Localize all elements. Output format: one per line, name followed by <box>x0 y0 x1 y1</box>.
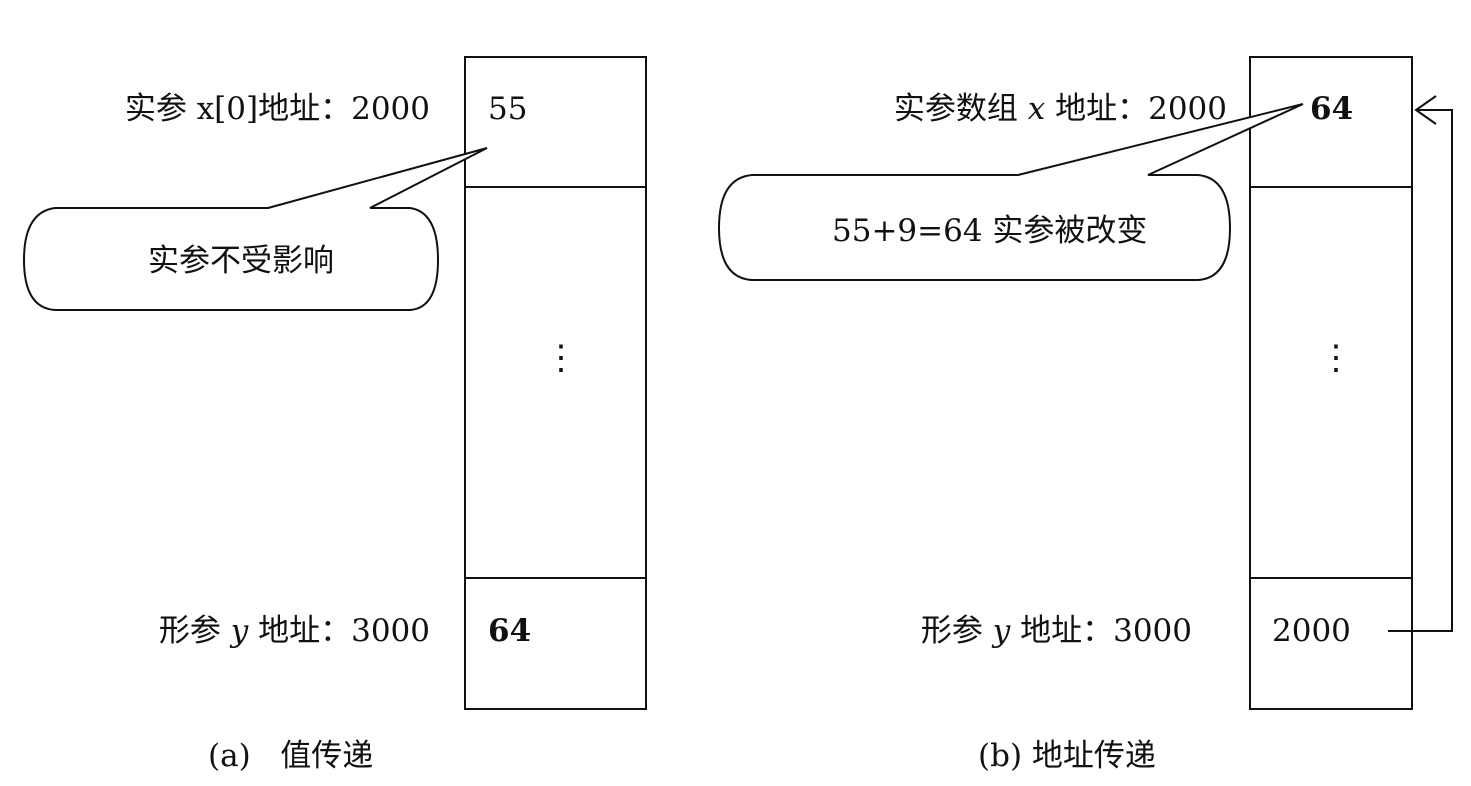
memory-column-a <box>464 56 647 710</box>
callout-bubble-a <box>22 147 488 311</box>
formal-param-address-a: 3000 <box>351 613 430 649</box>
memory-column-b <box>1249 56 1413 710</box>
formal-param-label-b-post: 地址： <box>1020 613 1114 649</box>
callout-bubble-b <box>717 103 1304 281</box>
callout-text-b: 55+9=64 实参被改变 <box>832 213 1148 249</box>
caption-b-text: 地址传递 <box>1031 738 1156 774</box>
formal-param-value-a: 64 <box>488 613 532 649</box>
actual-arg-label-b: 实参数组 x 地址：2000 <box>894 94 1227 125</box>
ellipsis-b: ⋮ <box>1319 338 1353 378</box>
actual-arg-label-b-pre: 实参数组 <box>893 91 1018 127</box>
formal-param-var-b: y <box>992 613 1011 649</box>
formal-param-var-a: y <box>230 613 249 649</box>
pointer-arrow-head <box>1414 95 1437 125</box>
formal-param-label-a: 形参 y 地址：3000 <box>159 616 430 647</box>
formal-param-label-a-post: 地址： <box>258 613 352 649</box>
actual-arg-label-b-post: 地址： <box>1055 91 1149 127</box>
actual-arg-address-b: 2000 <box>1148 91 1227 127</box>
formal-param-label-a-pre: 形参 <box>158 613 221 649</box>
pointer-arrow-line <box>1388 109 1453 632</box>
formal-param-address-b: 3000 <box>1113 613 1192 649</box>
actual-arg-value-a: 55 <box>488 91 528 127</box>
caption-a-id: (a) <box>208 738 251 774</box>
caption-b: (b) 地址传递 <box>978 741 1156 772</box>
formal-param-label-b: 形参 y 地址：3000 <box>921 616 1192 647</box>
actual-arg-var-b: x <box>1027 91 1046 127</box>
actual-arg-address-a: 2000 <box>351 91 430 127</box>
actual-arg-label-a-text: 实参 x[0]地址： <box>124 91 352 127</box>
actual-arg-label-a: 实参 x[0]地址：2000 <box>125 94 430 125</box>
caption-b-id: (b) <box>978 738 1023 774</box>
ellipsis-a: ⋮ <box>544 338 578 378</box>
caption-a: (a) 值传递 <box>208 741 373 772</box>
caption-a-text: 值传递 <box>280 738 374 774</box>
formal-param-label-b-pre: 形参 <box>920 613 983 649</box>
actual-arg-value-b: 64 <box>1310 91 1354 127</box>
callout-text-a: 实参不受影响 <box>148 243 334 279</box>
formal-param-value-b: 2000 <box>1272 613 1351 649</box>
